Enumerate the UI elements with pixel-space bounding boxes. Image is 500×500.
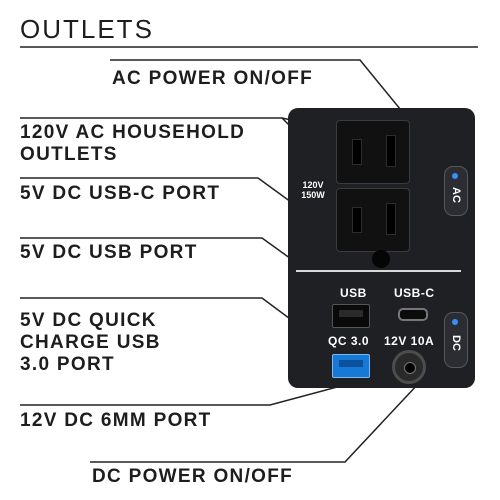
usb-port[interactable] (332, 304, 370, 328)
label-ac-power: AC POWER ON/OFF (112, 68, 314, 89)
usbc-label: USB-C (394, 286, 435, 300)
outlet-prong (386, 135, 396, 167)
dc12-label: 12V 10A (384, 334, 435, 348)
line-dc-power (90, 351, 449, 463)
ground-hole (372, 250, 390, 268)
usbc-port[interactable] (398, 308, 428, 321)
label-dc12: 12V DC 6MM PORT (20, 410, 212, 431)
qc-label: QC 3.0 (328, 334, 370, 348)
label-dc-power: DC POWER ON/OFF (92, 466, 294, 487)
rating-wattage: 150W (301, 190, 325, 200)
led-icon (452, 173, 458, 179)
usb-tongue (339, 360, 363, 367)
ac-outlet-top[interactable] (336, 120, 410, 184)
label-qc-2: CHARGE USB (20, 332, 161, 353)
outlet-prong (386, 203, 396, 235)
outlet-prong (352, 139, 362, 165)
label-qc-3: 3.0 PORT (20, 354, 115, 375)
rating-voltage: 120V (302, 180, 324, 190)
dc-button-label: DC (450, 335, 462, 351)
ac-button-label: AC (450, 187, 462, 203)
rating-label: 120V 150W (292, 180, 334, 200)
outlet-prong (352, 207, 362, 233)
panel-divider (296, 270, 461, 272)
dc12-port[interactable] (392, 350, 426, 384)
label-ac-outlets-2: OUTLETS (20, 144, 118, 165)
dc-pin (404, 362, 416, 374)
dc-power-button[interactable]: DC (444, 312, 468, 368)
page-title: OUTLETS (20, 14, 154, 44)
led-icon (452, 319, 458, 325)
label-usb: 5V DC USB PORT (20, 242, 198, 263)
label-ac-outlets-1: 120V AC HOUSEHOLD (20, 122, 246, 143)
usb-tongue (339, 310, 363, 317)
ac-power-button[interactable]: AC (444, 166, 468, 216)
label-usb-c: 5V DC USB-C PORT (20, 183, 221, 204)
power-panel: 120V 150W AC USB USB-C QC 3.0 12V 10A DC (288, 108, 475, 388)
label-qc-1: 5V DC QUICK (20, 310, 157, 331)
usb-label: USB (340, 286, 367, 300)
qc-usb-port[interactable] (332, 354, 370, 378)
ac-outlet-bottom[interactable] (336, 188, 410, 252)
